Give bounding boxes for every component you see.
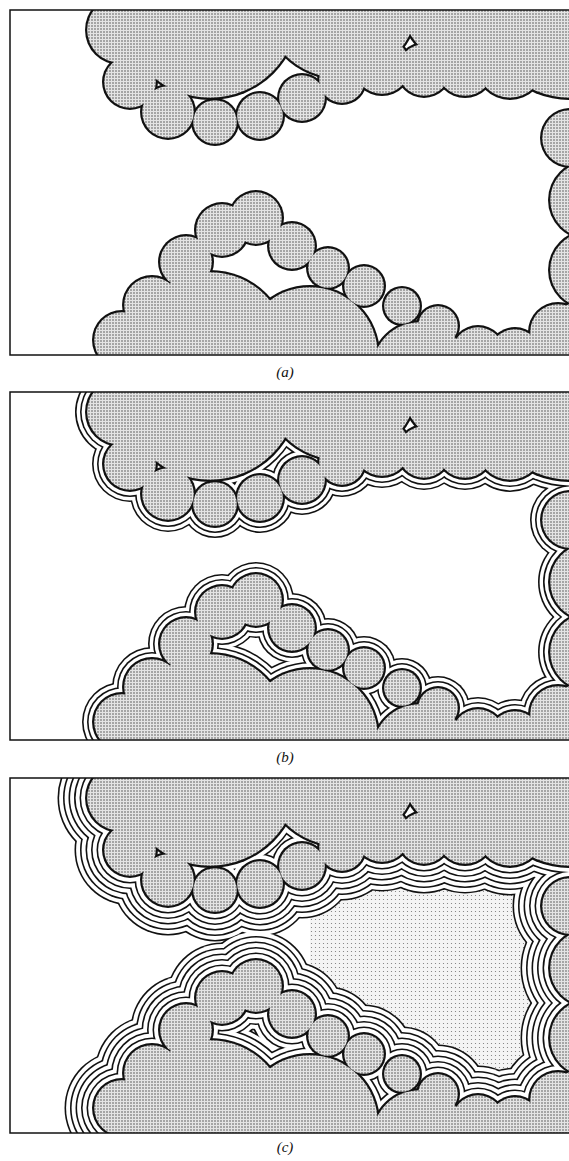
panel-frame: [10, 10, 569, 355]
growth-panel: [10, 0, 569, 450]
panel-label: (b): [255, 749, 315, 766]
growth-panel: [10, 292, 569, 842]
panel-frame: [10, 392, 569, 740]
panel-label: (a): [255, 364, 315, 381]
growth-panel: [10, 661, 569, 1161]
panel-label: (c): [255, 1139, 315, 1156]
panel-frame: [10, 778, 569, 1133]
